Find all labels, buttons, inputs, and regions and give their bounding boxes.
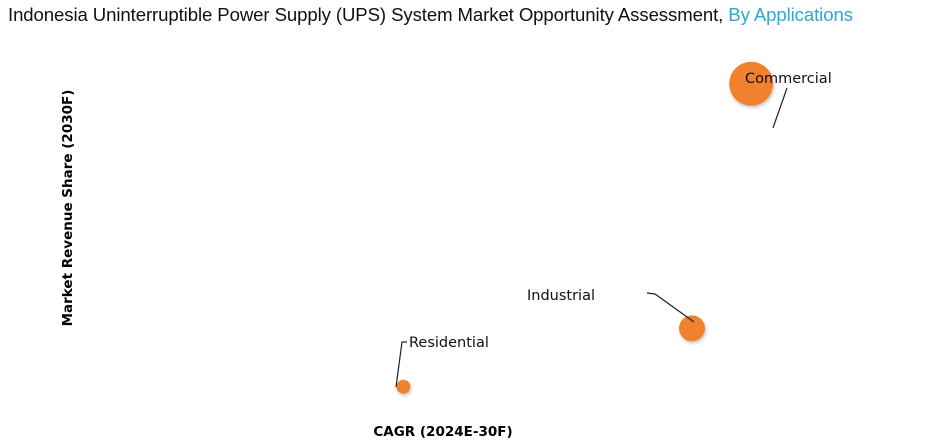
data-label-industrial: Industrial [527,288,595,304]
leader-line-residential [395,341,407,388]
bubble-commercial [729,61,774,106]
bubble-industrial [679,315,705,342]
bubble-residential [396,379,411,394]
leader-line-industrial [646,292,695,323]
y-axis-label: Market Revenue Share (2030F) [60,90,76,327]
chart-title: Indonesia Uninterruptible Power Supply (… [8,4,853,26]
chart-title-main: Indonesia Uninterruptible Power Supply (… [8,4,724,25]
chart-title-accent: By Applications [728,4,853,25]
data-label-commercial: Commercial [745,71,832,87]
x-axis-label: CAGR (2024E-30F) [373,424,512,440]
leader-line-commercial [772,87,788,129]
data-label-residential: Residential [409,335,489,351]
